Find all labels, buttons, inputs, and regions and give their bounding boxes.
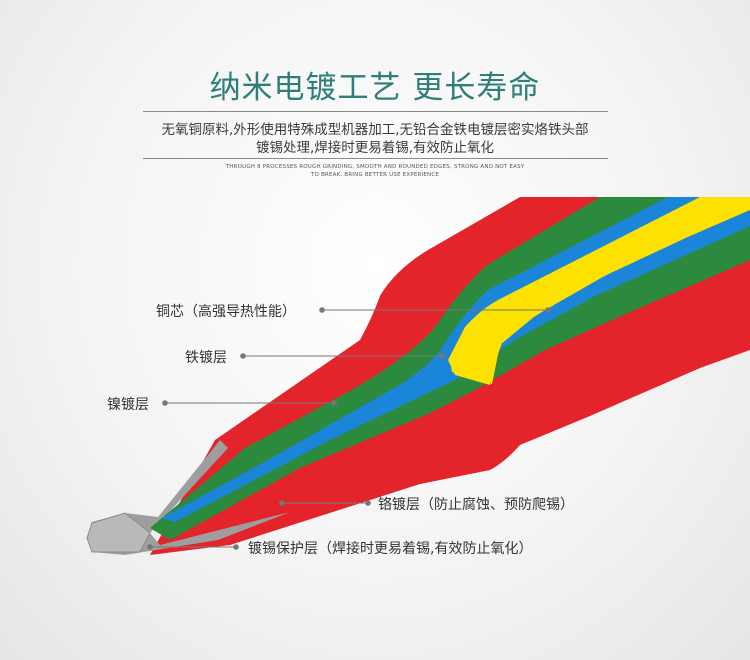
title-divider-top	[143, 111, 608, 112]
copper-core-fill	[450, 205, 750, 384]
label-chrome-plating: 铬镀层（防止腐蚀、预防爬锡）	[378, 497, 574, 513]
page-title: 纳米电镀工艺 更长寿命	[209, 70, 541, 106]
label-nickel-plating: 镍镀层	[107, 397, 149, 413]
label-iron-plating: 铁镀层	[185, 350, 227, 366]
tin-tip-face	[86, 512, 151, 553]
description-line-2: 镀锡处理,焊接时更易着锡,有效防止氧化	[255, 140, 495, 156]
label-tin-protection: 镀锡保护层（焊接时更易着锡,有效防止氧化）	[248, 541, 533, 557]
title-divider-bottom	[143, 158, 608, 159]
description-line-1: 无氧铜原料,外形使用特殊成型机器加工,无铅合金铁电镀层密实烙铁头部	[161, 122, 589, 138]
english-subtitle-line-1: THROUGH 8 PROCESSES ROUGH GRINDING, SMOO…	[225, 164, 525, 170]
label-copper-core: 铜芯（高强导热性能）	[156, 304, 296, 320]
english-subtitle-line-2: TO BREAK, BRING BETTER USE EXPERIENCE	[310, 172, 440, 178]
